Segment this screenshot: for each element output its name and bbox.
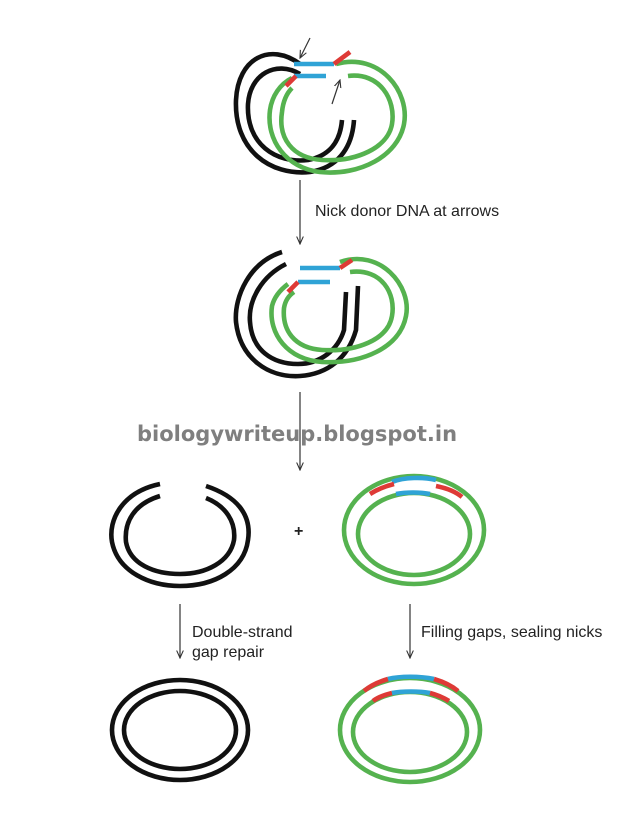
step-label-nick: Nick donor DNA at arrows — [315, 203, 499, 220]
stage4-repaired-donor — [109, 677, 251, 783]
stage4-recombinant — [337, 674, 483, 785]
stage2-nicked-donor — [233, 249, 410, 379]
stage1-interlinked-circles — [233, 37, 408, 175]
nick-arrow-top — [300, 37, 311, 58]
step-label-fill-gaps: Filling gaps, sealing nicks — [421, 624, 602, 641]
stage3-gapped-donor — [109, 481, 251, 589]
step-label-gap-repair-line1: Double-strand — [192, 624, 293, 641]
stage3-recipient — [341, 473, 487, 587]
step-label-gap-repair-line2: gap repair — [192, 644, 265, 661]
nick-arrow-bottom — [331, 80, 340, 105]
plus-sign: + — [294, 523, 303, 540]
watermark: biologywriteup.blogspot.in — [137, 422, 457, 446]
